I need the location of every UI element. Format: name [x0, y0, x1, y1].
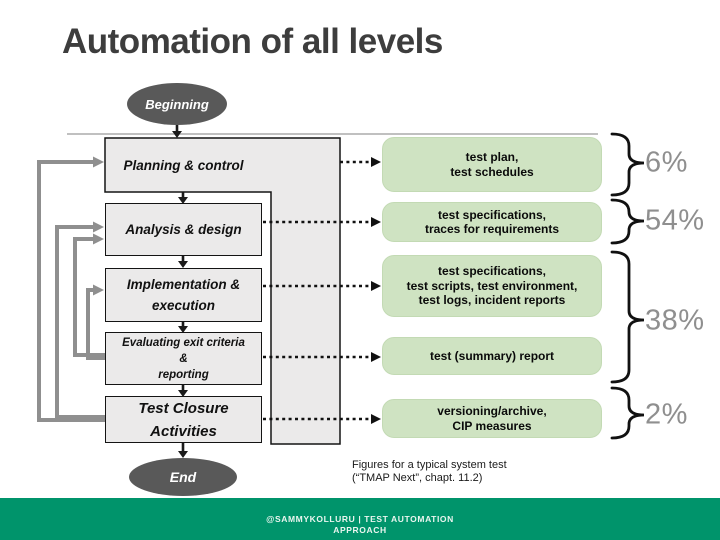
feedback-closure-to-planning [37, 160, 105, 422]
stage-down-arrows [175, 125, 185, 451]
feedback-arrowheads [93, 156, 104, 296]
artifact-test-plan: test plan, test schedules [382, 137, 602, 192]
feedback-closure-to-analysis [55, 225, 105, 419]
brace-2pct [610, 386, 645, 440]
artifact-versioning-archive: versioning/archive, CIP measures [382, 399, 602, 438]
stage-planning-control: Planning & control [123, 157, 244, 173]
percentage-braces [610, 132, 645, 440]
artifact-arrowheads [371, 157, 381, 424]
percent-analysis: 54% [645, 204, 705, 237]
brace-38pct [610, 250, 645, 384]
feedback-evaluating-to-implementation [86, 288, 105, 360]
slide-title: Automation of all levels [62, 22, 443, 61]
percent-implementation-evaluation: 38% [645, 304, 705, 337]
stage-evaluating-exit-criteria: Evaluating exit criteria & reporting [105, 332, 262, 385]
artifact-test-summary-report: test (summary) report [382, 337, 602, 375]
stage-implementation-execution: Implementation & execution [105, 268, 262, 322]
feedback-arrows [37, 160, 105, 422]
brace-54pct [610, 198, 645, 245]
footer-bar: @SAMMYKOLLURU | TEST AUTOMATION APPROACH [0, 498, 720, 540]
figure-caption: Figures for a typical system test (“TMAP… [352, 459, 507, 484]
percent-closure: 2% [645, 398, 688, 431]
stage-test-closure-activities: Test Closure Activities [105, 396, 262, 443]
brace-6pct [610, 132, 645, 197]
flow-end-terminator: End [129, 458, 237, 496]
artifact-test-scripts-logs: test specifications, test scripts, test … [382, 255, 602, 317]
planning-control-shape [104, 137, 341, 445]
artifact-test-specifications: test specifications, traces for requirem… [382, 202, 602, 242]
artifact-dotted-arrows [263, 160, 371, 421]
percent-planning: 6% [645, 146, 688, 179]
stage-down-arrowheads [172, 131, 188, 458]
stage-analysis-design: Analysis & design [105, 203, 262, 256]
flow-start-terminator: Beginning [127, 83, 227, 125]
footer-text: @SAMMYKOLLURU | TEST AUTOMATION APPROACH [266, 514, 454, 535]
